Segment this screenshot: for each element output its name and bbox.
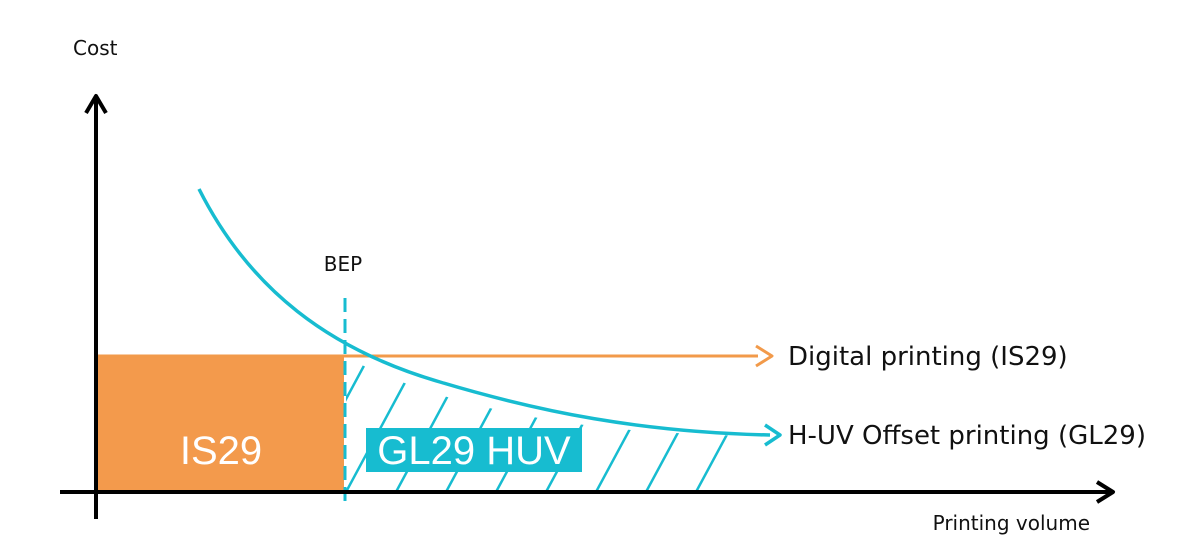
y-axis <box>84 94 108 519</box>
digital-arrow-head <box>755 344 774 368</box>
y-axis-arrow <box>84 94 108 115</box>
y-axis-label: Cost <box>73 36 118 60</box>
huv-arrow-head <box>764 423 782 447</box>
huv-offset-label: H-UV Offset printing (GL29) <box>788 421 1146 451</box>
x-axis-label: Printing volume <box>933 511 1090 535</box>
is29-region-label: IS29 <box>180 429 262 473</box>
is29-region <box>96 357 344 492</box>
huv-offset-curve <box>197 188 782 447</box>
gl29-label-box <box>366 428 582 472</box>
digital-printing-line <box>96 344 774 368</box>
gl29-region-label: GL29 HUV <box>377 429 571 473</box>
bep-label: BEP <box>324 252 362 276</box>
x-axis-arrow <box>1095 480 1115 504</box>
x-axis <box>60 480 1115 504</box>
digital-printing-label: Digital printing (IS29) <box>788 342 1068 372</box>
